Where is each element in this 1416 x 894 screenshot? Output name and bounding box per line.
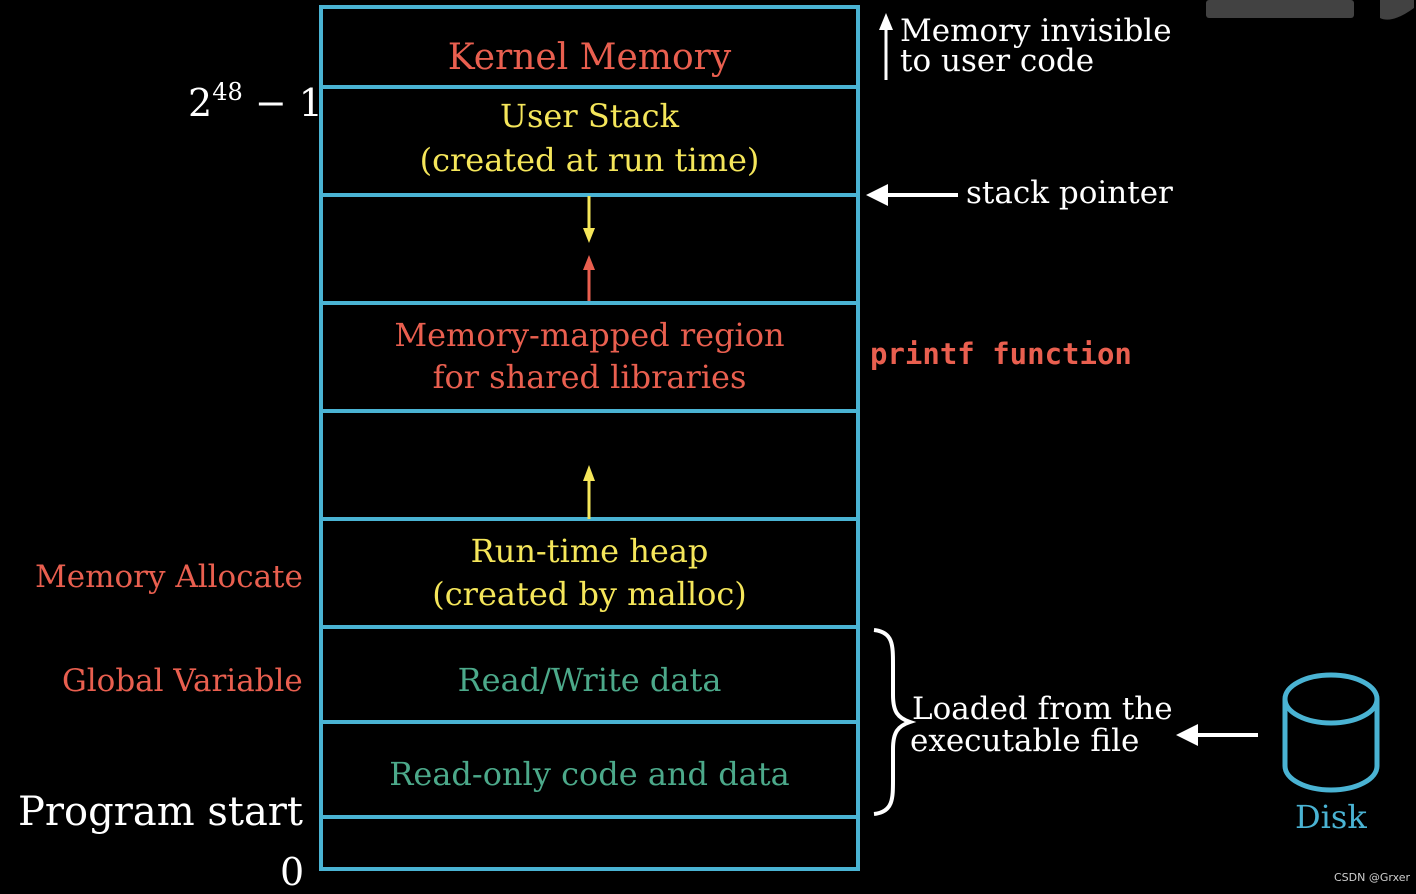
memory-mapped-label-1: Memory-mapped region — [394, 316, 785, 354]
gap-segment-lower — [319, 409, 860, 521]
kernel-note-line-1: Memory invisible — [900, 13, 1172, 49]
rw-data-label: Read/Write data — [457, 661, 722, 699]
curly-brace-icon — [873, 628, 917, 816]
kernel-memory-label: Kernel Memory — [447, 37, 732, 78]
kernel-memory-segment: Kernel Memory — [319, 5, 860, 89]
kernel-note-line-2: to user code — [900, 43, 1095, 79]
disk-cylinder-icon — [1282, 672, 1380, 793]
bottom-segment — [319, 815, 860, 871]
rw-data-segment: Read/Write data — [319, 625, 860, 724]
memory-mapped-segment: Memory-mapped region for shared librarie… — [319, 301, 860, 413]
user-stack-label-2: (created at run time) — [419, 141, 760, 179]
disk-label: Disk — [1295, 798, 1367, 836]
loaded-from-line-2: executable file — [910, 723, 1140, 759]
global-variable-label: Global Variable — [62, 663, 303, 699]
memory-mapped-label-2: for shared libraries — [432, 358, 747, 396]
ro-data-segment: Read-only code and data — [319, 720, 860, 819]
ro-data-label: Read-only code and data — [389, 755, 790, 793]
gap-segment-upper — [319, 193, 860, 305]
user-stack-label-1: User Stack — [500, 97, 679, 135]
top-address-label: 248 − 1 — [188, 70, 323, 125]
stack-pointer-label: stack pointer — [966, 175, 1173, 211]
corner-logo-icon — [1206, 0, 1414, 20]
top-address-minus: − 1 — [242, 81, 323, 125]
top-address-base: 2 — [188, 81, 213, 125]
heap-label-2: (created by malloc) — [432, 575, 747, 613]
arrow-left-icon — [866, 184, 958, 206]
arrow-left-icon — [1176, 724, 1258, 746]
bottom-address-label: 0 — [280, 850, 305, 894]
program-start-label: Program start — [18, 789, 303, 835]
top-address-exponent: 48 — [212, 78, 243, 106]
arrow-up-icon — [879, 13, 893, 80]
memory-allocate-label: Memory Allocate — [35, 559, 303, 595]
user-stack-segment: User Stack (created at run time) — [319, 85, 860, 197]
printf-function-label: printf function — [870, 337, 1132, 371]
heap-label-1: Run-time heap — [470, 532, 709, 570]
loaded-from-line-1: Loaded from the — [912, 691, 1173, 727]
corner-watermark: CSDN @Grxer — [1334, 871, 1411, 884]
heap-segment: Run-time heap (created by malloc) — [319, 517, 860, 629]
